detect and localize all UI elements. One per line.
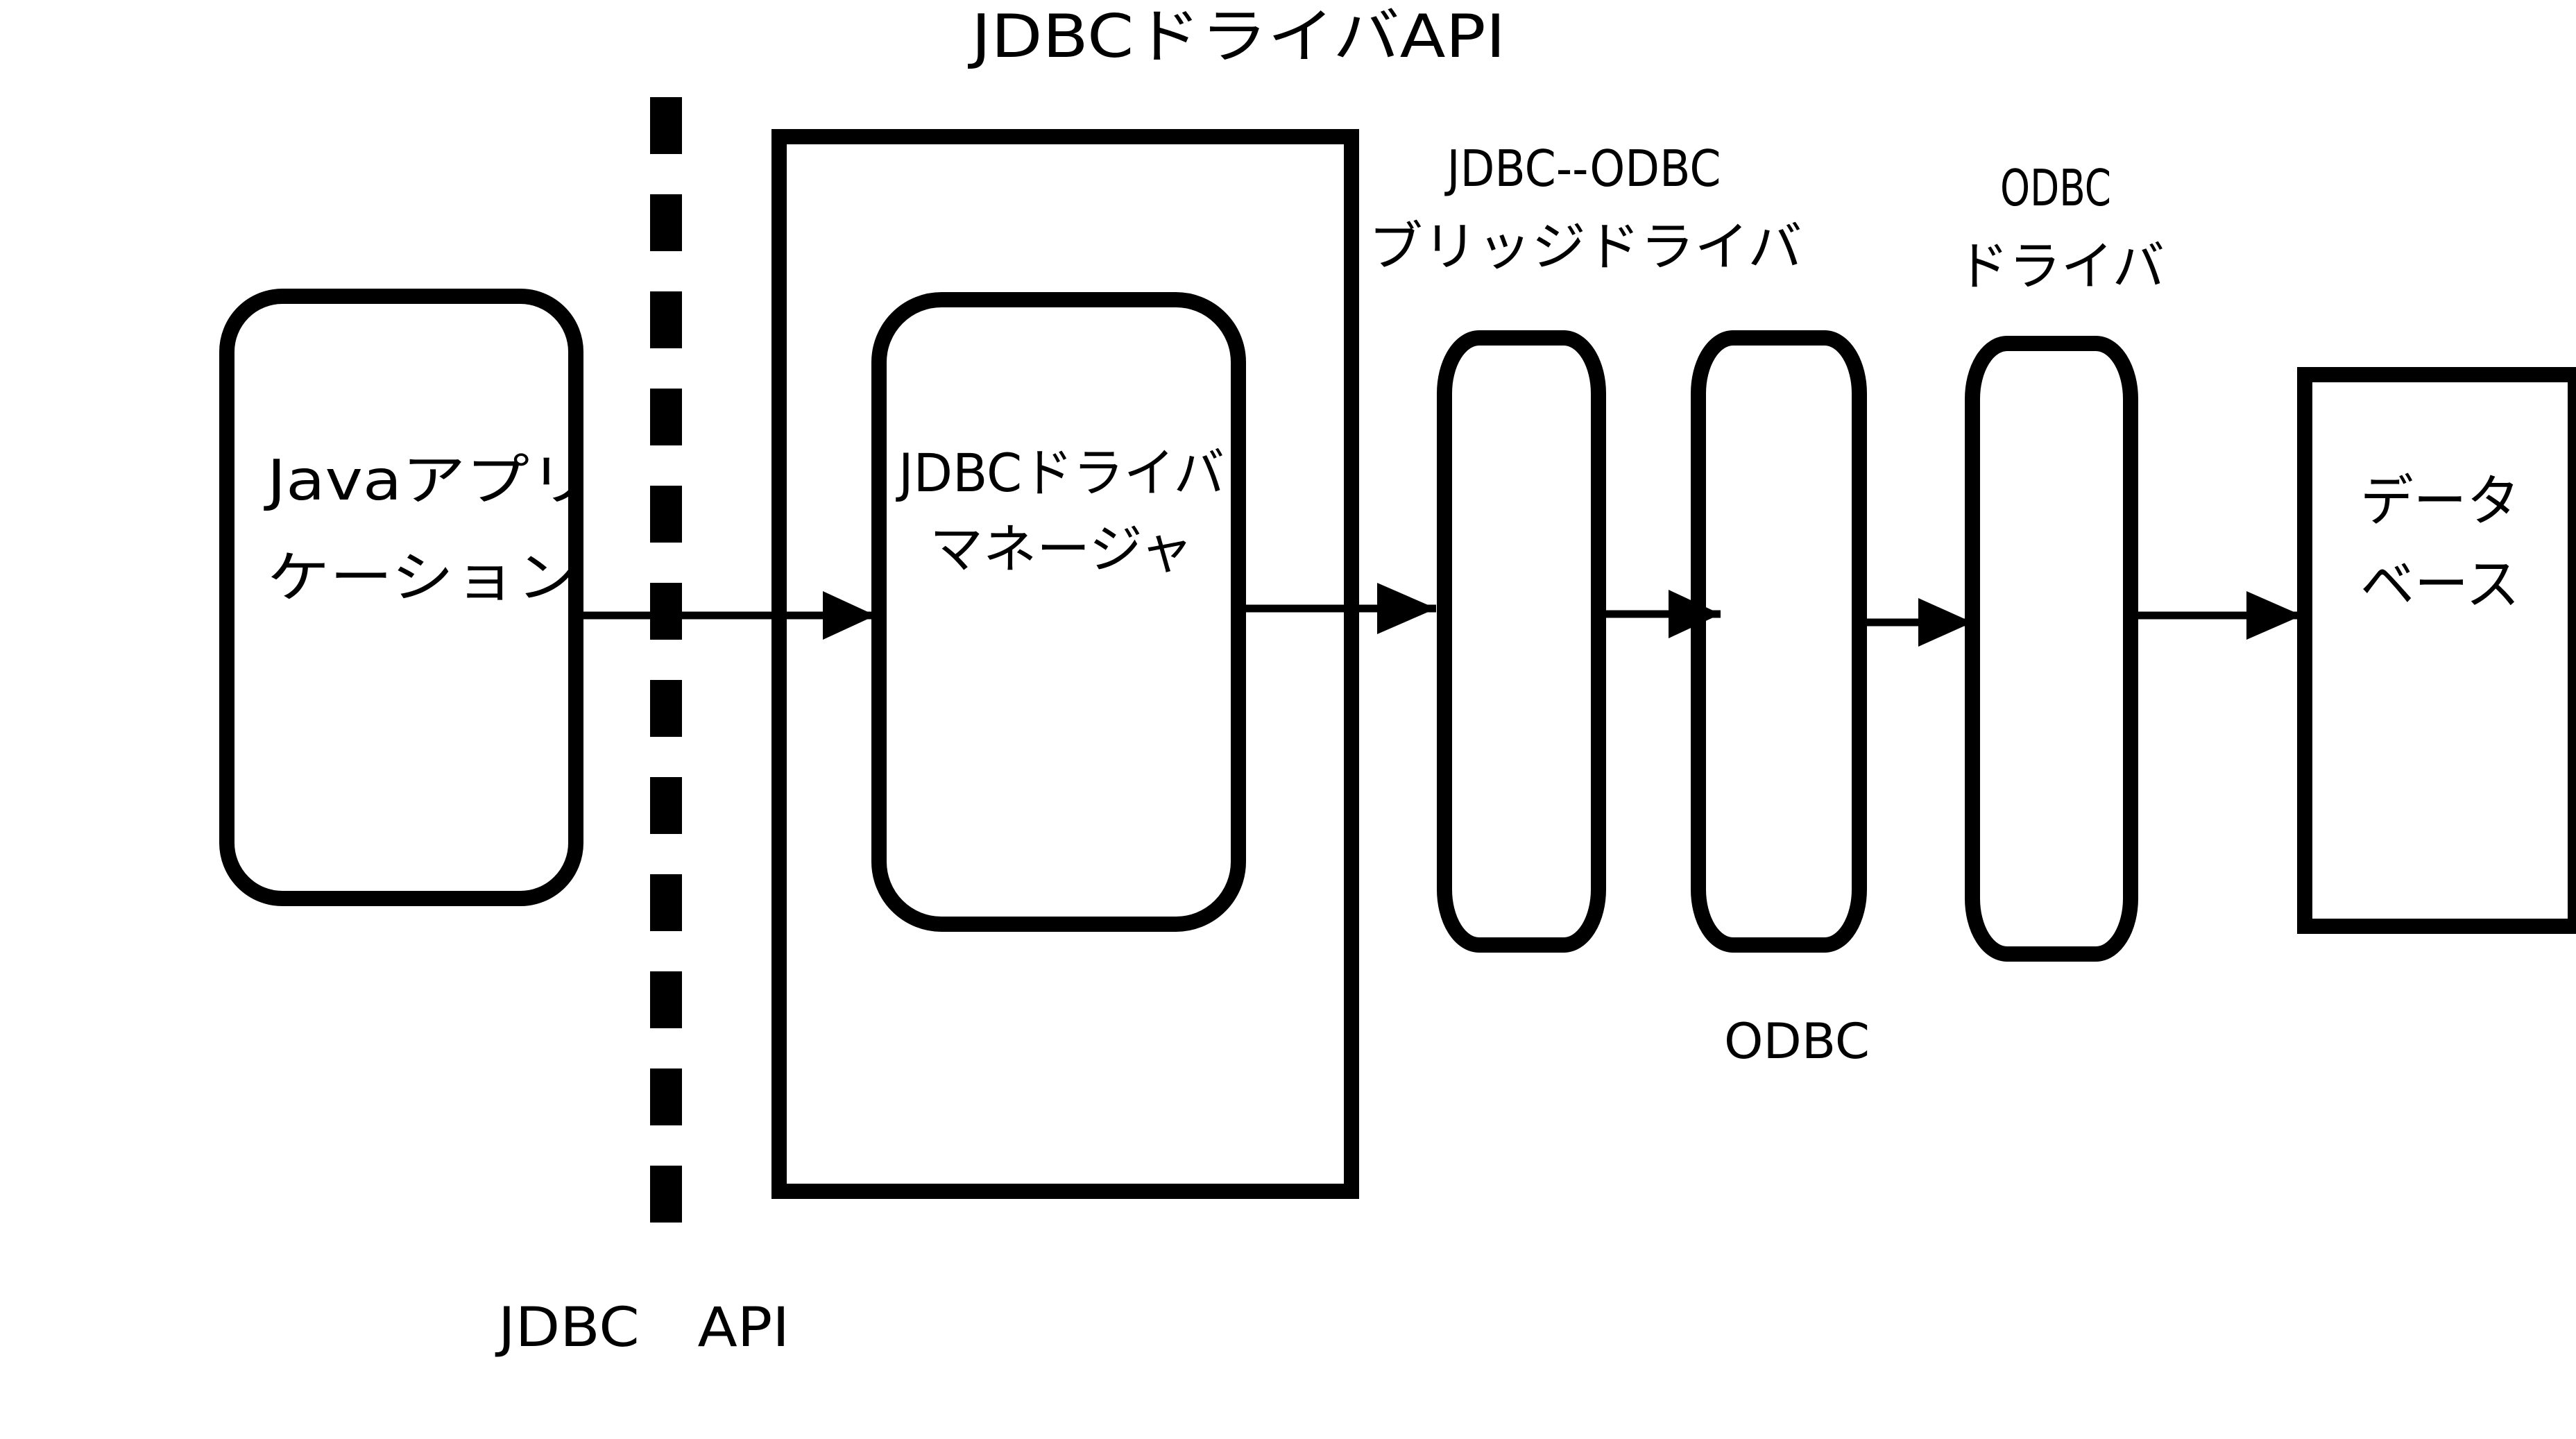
odbc-driver-label-line2: ドライバ [1956,235,2165,297]
bridge-driver-label-line2: ブリッジドライバ [1369,216,1802,278]
arrow-odbc-to-database-head [2246,591,2302,640]
database-label-line1: データ [2360,469,2520,534]
arrow-app-to-manager-head [823,591,876,640]
database-box [2297,367,2576,934]
java-application-label-line1: Javaアプリ [263,448,593,513]
jdbc-driver-api-box [771,129,1359,1199]
arrow-manager-to-bridge-head [1377,583,1436,634]
jdbc-api-label: JDBC API [495,1297,790,1359]
bridge-driver-label-line1: JDBC--ODBC [1444,139,1721,198]
jdbc-driver-manager-box [871,292,1246,932]
bridge-driver-box-1 [1437,330,1606,953]
bridge-driver-box-2 [1691,330,1867,953]
odbc-interface-label: ODBC [1724,1013,1870,1070]
jdbc-driver-manager-label-line2: マネージャ [930,518,1193,580]
jdbc-driver-manager-label-line1: JDBCドライバ [896,442,1225,504]
arrow-bridge-to-odbc-head [1918,598,1972,647]
java-application-box [219,289,583,906]
odbc-driver-box [1965,336,2138,962]
arrow-bridge-internal-head [1669,590,1721,638]
database-label-line2: ベース [2360,552,2520,617]
diagram-title: JDBCドライバAPI [967,2,1505,71]
java-application-label-line2: ケーション [267,545,579,610]
odbc-driver-label-line1: ODBC [2000,159,2111,217]
